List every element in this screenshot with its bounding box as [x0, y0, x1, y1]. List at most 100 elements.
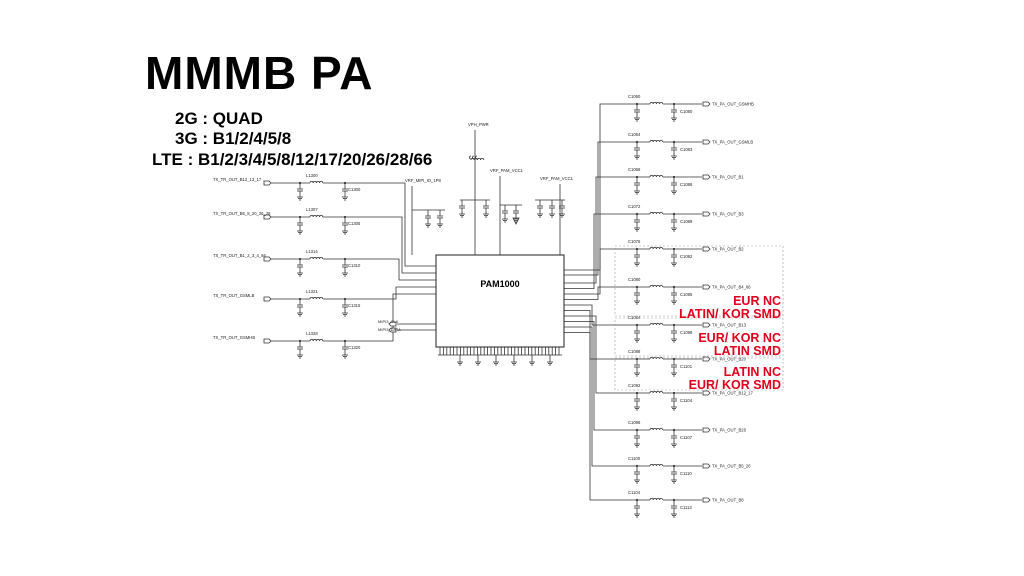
- junction-dot: [343, 339, 347, 343]
- variant-note-2: EUR/ KOR NC LATIN SMD: [698, 331, 781, 358]
- wire: [564, 332, 650, 501]
- ref-label: C1092: [628, 383, 641, 388]
- port-symbol: [263, 296, 272, 302]
- input-port-label: TX_TR_OUT_B5_8_20_26_28: [213, 211, 271, 216]
- inductor: [309, 215, 324, 218]
- port-symbol: [702, 101, 711, 107]
- supply-pam-vcc1-b: VRF_PAM_VCC1: [540, 176, 574, 181]
- junction-dot: [298, 297, 302, 301]
- inductor: [309, 339, 324, 342]
- ref-label: C1068: [628, 167, 641, 172]
- ref-label: C1107: [680, 435, 693, 440]
- ref-label: C1300: [348, 187, 361, 192]
- wire: [380, 216, 436, 274]
- inductor: [649, 140, 664, 143]
- inductor: [649, 102, 664, 105]
- inductor: [475, 155, 478, 160]
- junction-dot: [298, 181, 302, 185]
- diode: [512, 217, 520, 225]
- port-symbol: [702, 211, 711, 217]
- variant-note-3-line2: EUR/ KOR SMD: [688, 378, 781, 393]
- ref-label: C1310: [348, 263, 361, 268]
- junction-dot: [672, 247, 676, 251]
- junction-dot: [635, 212, 639, 216]
- ref-label: C1320: [348, 345, 361, 350]
- wire-layer: [271, 103, 702, 514]
- wire: [564, 304, 650, 326]
- port-symbol: [702, 427, 711, 433]
- ref-label: L1300: [306, 173, 318, 178]
- wire: [380, 182, 436, 267]
- supply-pam-vcc1-a: VRF_PAM_VCC1: [490, 168, 524, 173]
- inductor: [649, 212, 664, 215]
- ref-label: L1328: [306, 331, 318, 336]
- output-port-label: TX_PA_OUT_B8: [712, 498, 744, 503]
- wire: [564, 248, 650, 295]
- junction-dot: [635, 428, 639, 432]
- inductor: [309, 181, 324, 184]
- ref-label: C1113: [680, 505, 692, 510]
- inductor: [649, 428, 664, 431]
- variant-note-1-line1: EUR NC: [733, 294, 781, 308]
- ref-label: L1307: [306, 207, 318, 212]
- ref-label: C1080: [680, 109, 693, 114]
- junction-dot: [672, 285, 676, 289]
- variant-box-3: [614, 357, 784, 391]
- wire: [564, 103, 650, 271]
- variant-note-2-line1: EUR/ KOR NC: [698, 331, 781, 345]
- wire: [564, 213, 650, 289]
- inductor: [309, 297, 324, 300]
- ref-label: C1315: [348, 303, 361, 308]
- variant-note-1: EUR NC LATIN/ KOR SMD: [679, 294, 781, 321]
- wire: [564, 321, 650, 431]
- supply-vph-pwr: VPH_PWR: [468, 122, 489, 127]
- port-symbol: [702, 246, 711, 252]
- band-2g-value: QUAD: [212, 109, 263, 128]
- junction-dot: [635, 140, 639, 144]
- ref-label: C1092: [680, 254, 693, 259]
- output-port-label: TX_PA_OUT_GSMLB: [712, 140, 753, 145]
- ref-label: C1064: [628, 132, 641, 137]
- output-port-labels: TX_PA_OUT_GSMHB TX_PA_OUT_GSMLB TX_PA_OU…: [712, 102, 754, 503]
- variant-box-2: [614, 317, 784, 357]
- ref-label: C1080: [628, 277, 641, 282]
- junction-dot: [298, 339, 302, 343]
- input-port-labels: TX_TR_OUT_B12_13_17 TX_TR_OUT_B5_8_20_26…: [213, 177, 271, 340]
- ref-label: C1101: [680, 364, 693, 369]
- inductor: [472, 155, 475, 160]
- junction-dot: [298, 215, 302, 219]
- junction-dot: [672, 464, 676, 468]
- wire: [564, 176, 650, 284]
- junction-dot: [672, 323, 676, 327]
- junction-dot: [635, 175, 639, 179]
- port-symbol: [263, 214, 272, 220]
- wire: [380, 286, 436, 300]
- band-3g-label: 3G: [175, 129, 198, 148]
- band-3g-value: B1/2/4/5/8: [212, 129, 292, 148]
- port-symbol: [702, 174, 711, 180]
- output-port-label: TX_PA_OUT_B2: [712, 247, 744, 252]
- junction-dot: [635, 323, 639, 327]
- junction-dot: [635, 357, 639, 361]
- variant-note-3: LATIN NC EUR/ KOR SMD: [688, 365, 781, 393]
- junction-dot: [635, 285, 639, 289]
- inductor: [469, 155, 472, 160]
- junction-dot: [343, 257, 347, 261]
- ref-label: C1096: [628, 420, 641, 425]
- port-symbol: [702, 284, 711, 290]
- band-lte: LTE : B1/2/3/4/5/8/12/17/20/26/28/66: [152, 150, 433, 169]
- output-port-label: TX_PA_OUT_B12_17: [712, 391, 754, 396]
- junction-dot: [343, 181, 347, 185]
- output-port-label: TX_PA_OUT_B13: [712, 323, 747, 328]
- junction-dot: [672, 428, 676, 432]
- ref-label: C1110: [680, 471, 692, 476]
- junction-dot: [672, 357, 676, 361]
- variant-box-1: [614, 245, 784, 317]
- ref-label: C1076: [628, 239, 641, 244]
- inductor: [649, 175, 664, 178]
- port-symbol: [702, 463, 711, 469]
- port-symbol: [702, 139, 711, 145]
- port-symbol: [263, 338, 272, 344]
- port-symbol: [263, 180, 272, 186]
